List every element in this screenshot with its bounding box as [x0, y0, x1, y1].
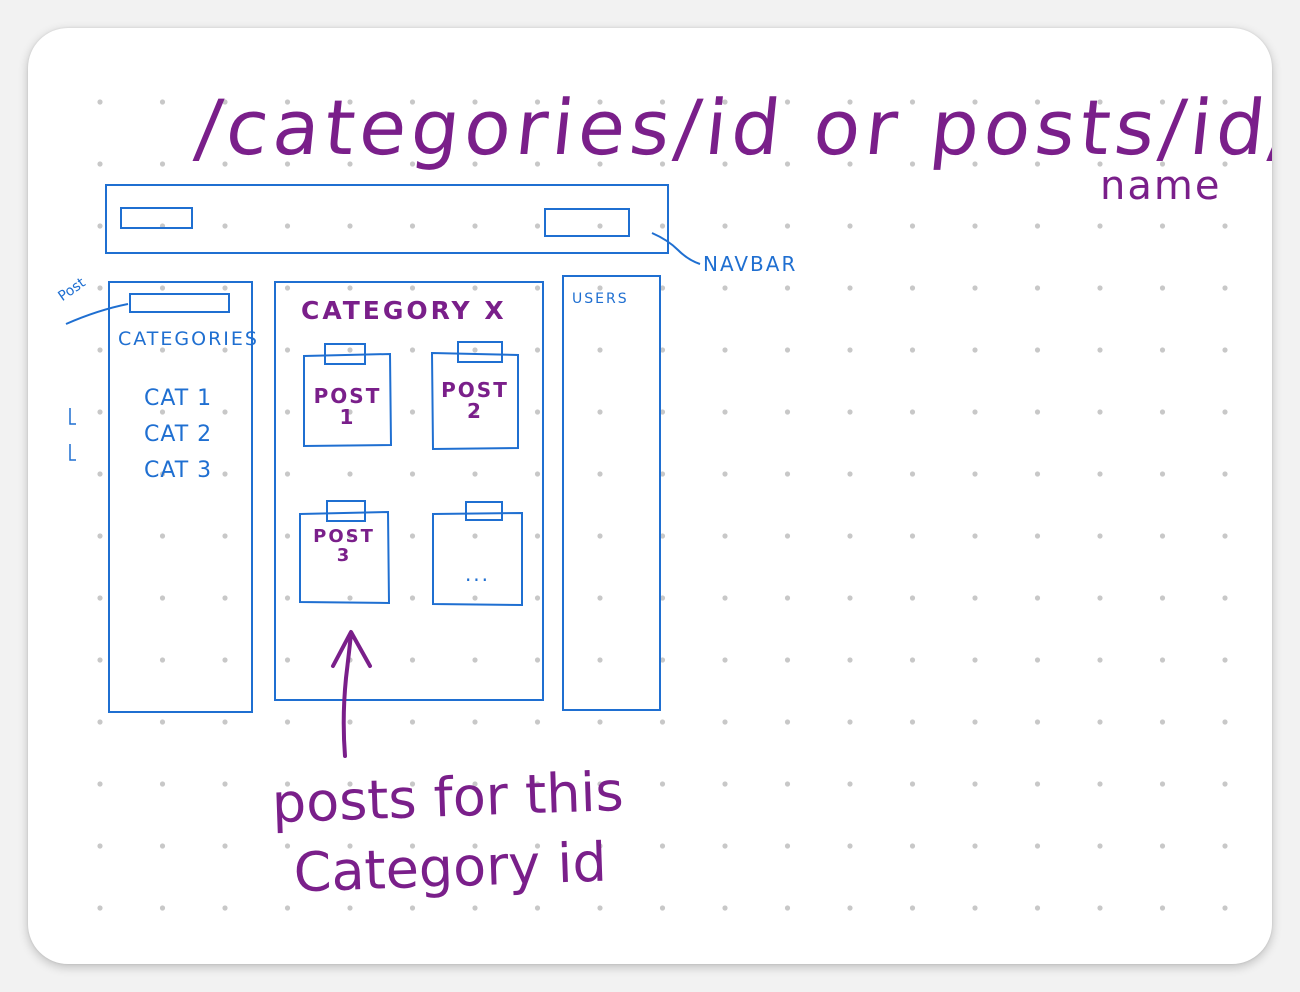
categories-heading: CATEGORIES: [118, 328, 259, 350]
users-panel-box: [562, 275, 661, 711]
category-heading: CATEGORY X: [301, 296, 507, 325]
post-callout-line: [65, 303, 129, 325]
posts-annotation: posts for this Category id: [270, 759, 625, 905]
route-title: /categories/id or posts/id/: [191, 83, 1272, 172]
post-card-2-tab: [457, 341, 503, 363]
users-heading: USERS: [572, 291, 629, 307]
categories-sidebar-wireframe: [65, 281, 253, 713]
post-card-1-label[interactable]: POST 1: [313, 384, 382, 429]
category-item-2[interactable]: CAT 2: [144, 422, 213, 447]
arrow-head: [331, 630, 372, 668]
post-card-2: [430, 351, 519, 451]
navbar-box: [105, 184, 669, 254]
arrow-shaft: [341, 632, 353, 758]
post-card-more: [432, 511, 523, 607]
users-panel-wireframe: [562, 275, 661, 711]
navbar-callout-line: [651, 232, 701, 265]
post-card-more-label[interactable]: ...: [464, 562, 491, 586]
post-card-more-tab: [465, 501, 503, 521]
navbar-right-button-placeholder: [544, 208, 630, 237]
whiteboard-canvas: /categories/id or posts/id/ name NAVBAR …: [28, 28, 1272, 964]
navbar-left-button-placeholder: [120, 207, 193, 229]
post-card-3-tab: [326, 500, 366, 522]
post-card-3: [299, 510, 391, 605]
category-content-wireframe: [274, 281, 544, 701]
sidebar-bracket-marks: [69, 408, 76, 461]
post-card-2-label[interactable]: POST 2: [441, 378, 509, 423]
dot-grid: [97, 99, 1228, 911]
navbar-label: NAVBAR: [703, 252, 798, 276]
post-button-placeholder: [129, 293, 230, 313]
navbar-wireframe: [105, 184, 701, 265]
category-content-box: [274, 281, 544, 701]
category-item-3[interactable]: CAT 3: [144, 458, 213, 483]
post-card-1: [303, 352, 393, 448]
annotation-arrow: [331, 630, 372, 758]
route-title-suffix: name: [1100, 163, 1222, 209]
sketch-drawing: [65, 99, 1228, 911]
categories-sidebar-box: [108, 281, 253, 713]
category-item-1[interactable]: CAT 1: [144, 386, 213, 411]
post-card-3-label[interactable]: POST 3: [313, 526, 375, 566]
post-card-1-tab: [324, 343, 366, 365]
